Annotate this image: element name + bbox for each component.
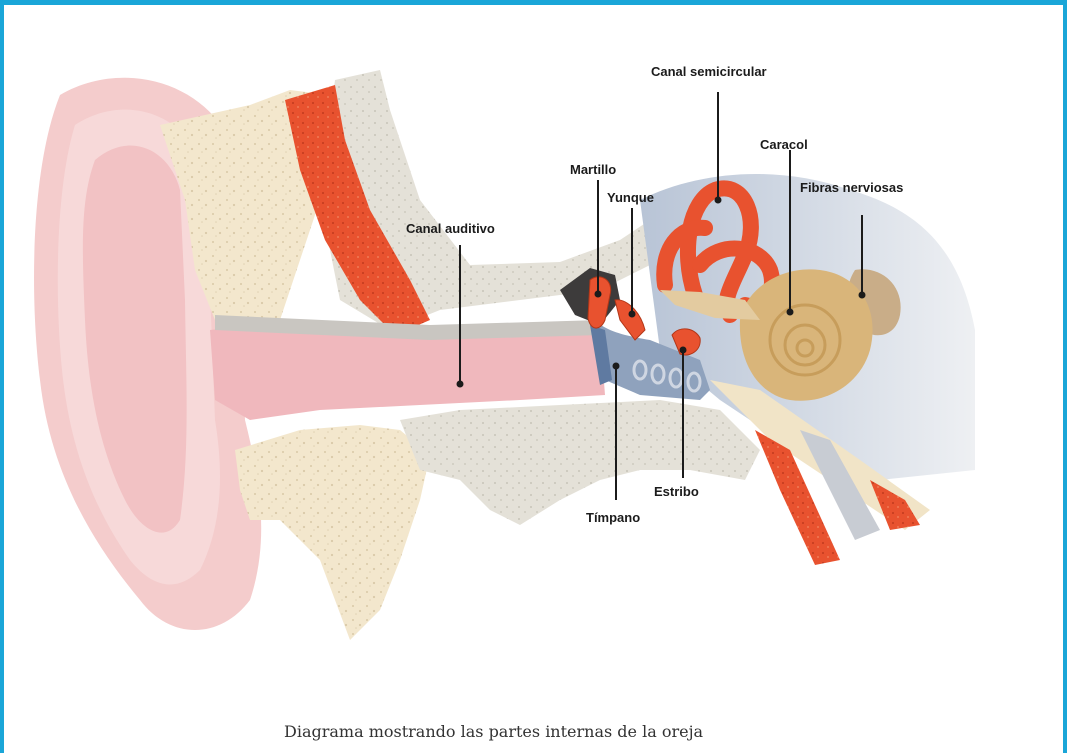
label-fibras-nerviosas: Fibras nerviosas [800, 180, 903, 195]
label-caracol: Caracol [760, 137, 808, 152]
label-canal-auditivo: Canal auditivo [406, 221, 495, 236]
label-canal-semicircular: Canal semicircular [651, 64, 767, 79]
figure-caption: Diagrama mostrando las partes internas d… [284, 722, 703, 741]
label-yunque: Yunque [607, 190, 654, 205]
label-estribo: Estribo [654, 484, 699, 499]
label-martillo: Martillo [570, 162, 616, 177]
label-timpano: Tímpano [586, 510, 640, 525]
lower-bone [235, 400, 760, 640]
ear-canal [210, 315, 605, 420]
